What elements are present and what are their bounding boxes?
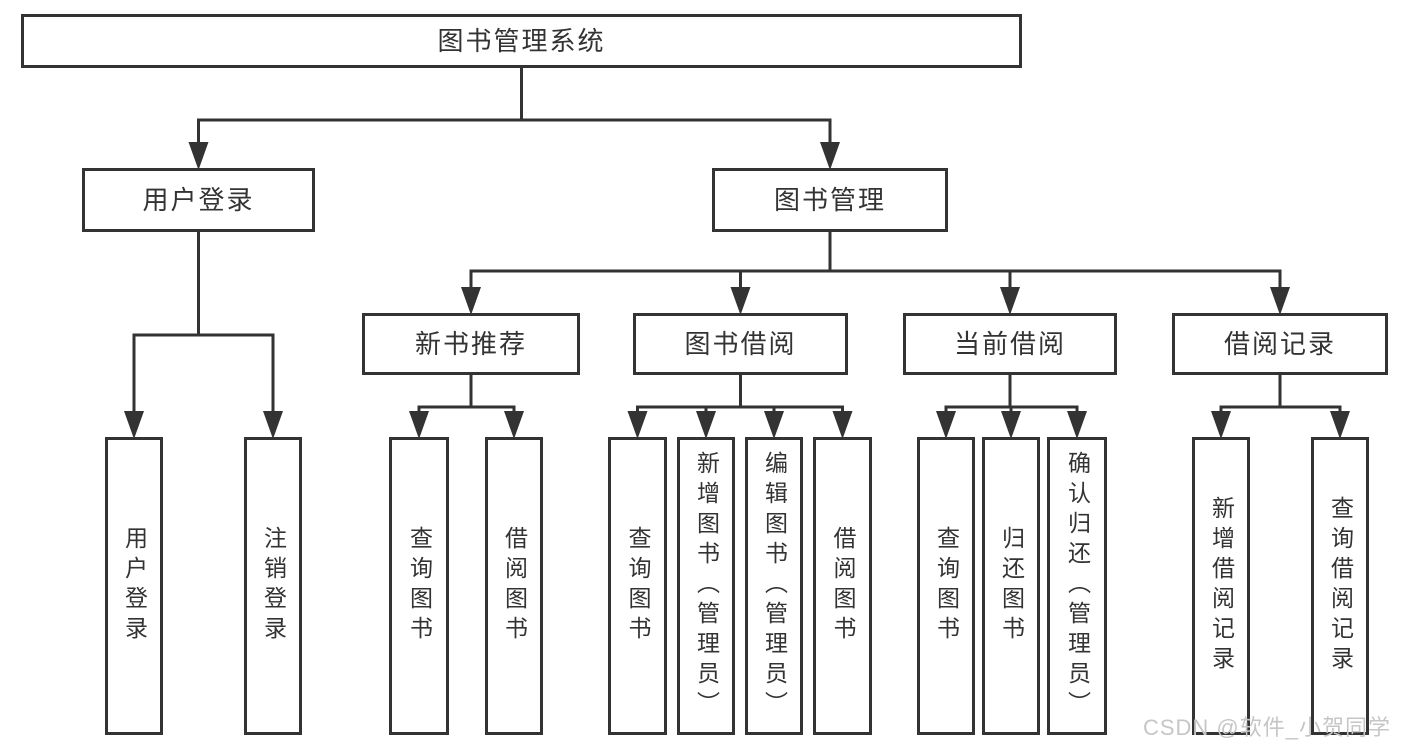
node-label-bb-query: 查询图书	[625, 526, 651, 646]
node-cb-query: 查询图书	[917, 437, 975, 735]
node-logout: 注销登录	[244, 437, 302, 735]
node-label-book-borrow: 图书借阅	[684, 329, 797, 359]
node-label-bb-edit: 编辑图书（管理员）	[761, 451, 788, 721]
node-label-login: 用户登录	[121, 526, 148, 646]
node-user-login: 用户登录	[82, 168, 315, 232]
node-label-br-query: 查询借阅记录	[1327, 496, 1354, 676]
node-cb-confirm: 确认归还（管理员）	[1047, 437, 1107, 735]
node-bb-borrow: 借阅图书	[813, 437, 872, 735]
node-br-add: 新增借阅记录	[1192, 437, 1250, 735]
node-label-logout: 注销登录	[260, 526, 287, 646]
node-label-bb-add: 新增图书（管理员）	[693, 451, 720, 721]
node-root: 图书管理系统	[21, 14, 1022, 68]
node-bb-query: 查询图书	[608, 437, 667, 735]
node-label-cb-confirm: 确认归还（管理员）	[1064, 451, 1091, 721]
node-login: 用户登录	[105, 437, 163, 735]
node-label-new-book-rec: 新书推荐	[414, 329, 527, 359]
node-label-user-login: 用户登录	[142, 185, 255, 215]
node-current-borrow: 当前借阅	[903, 313, 1117, 375]
node-label-book-mgmt: 图书管理	[773, 185, 886, 215]
node-rec-query: 查询图书	[389, 437, 449, 735]
node-cb-return: 归还图书	[982, 437, 1040, 735]
watermark: CSDN @软件_小贺同学	[1142, 715, 1391, 740]
node-borrow-records: 借阅记录	[1172, 313, 1388, 375]
node-label-root: 图书管理系统	[437, 26, 606, 56]
node-rec-borrow: 借阅图书	[485, 437, 543, 735]
node-bb-add: 新增图书（管理员）	[677, 437, 735, 735]
node-bb-edit: 编辑图书（管理员）	[745, 437, 803, 735]
node-label-br-add: 新增借阅记录	[1208, 496, 1235, 676]
node-label-bb-borrow: 借阅图书	[830, 526, 856, 646]
node-new-book-rec: 新书推荐	[362, 313, 580, 375]
node-label-borrow-records: 借阅记录	[1223, 329, 1336, 359]
node-book-mgmt: 图书管理	[712, 168, 948, 232]
node-label-rec-borrow: 借阅图书	[501, 526, 528, 646]
node-label-current-borrow: 当前借阅	[953, 329, 1066, 359]
node-label-cb-return: 归还图书	[998, 526, 1025, 646]
node-label-rec-query: 查询图书	[406, 526, 433, 646]
node-label-cb-query: 查询图书	[933, 526, 960, 646]
node-book-borrow: 图书借阅	[633, 313, 848, 375]
node-br-query: 查询借阅记录	[1311, 437, 1369, 735]
